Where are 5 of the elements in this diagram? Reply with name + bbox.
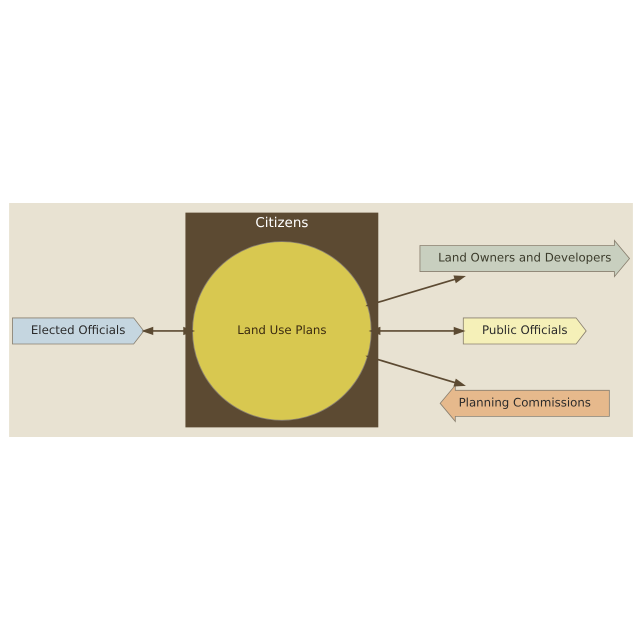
arrow [365,355,466,386]
arrow [141,326,196,336]
node-circle: Land Use Plans [192,241,372,421]
arrow [368,326,466,336]
arrow [365,275,466,307]
